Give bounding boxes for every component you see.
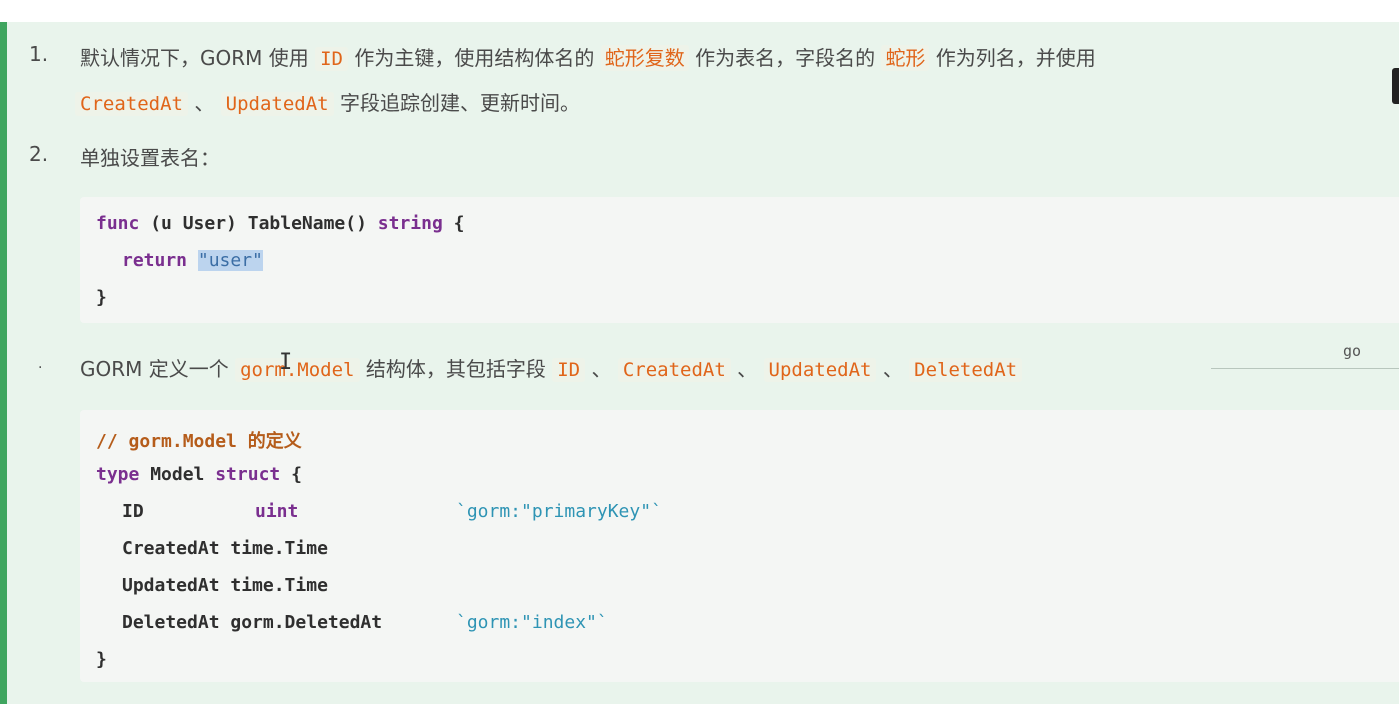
tip-border xyxy=(0,22,7,704)
struct-tag: `gorm:"index"` xyxy=(456,612,608,633)
inline-code-id: ID xyxy=(315,47,348,71)
inline-code-deletedat: DeletedAt xyxy=(909,358,1023,382)
separator: 、 xyxy=(882,357,903,381)
code-line: UpdatedAt time.Time xyxy=(122,575,328,596)
scroll-handle[interactable] xyxy=(1392,68,1399,104)
inline-code-updatedat: UpdatedAt xyxy=(220,92,334,116)
code-language-label: go xyxy=(1343,342,1362,360)
code-line: CreatedAt time.Time xyxy=(122,538,328,559)
code-block-tablename[interactable]: func (u User) TableName() string { retur… xyxy=(80,197,1399,323)
separator: 、 xyxy=(591,357,612,381)
separator: 、 xyxy=(737,357,758,381)
keyword: return xyxy=(122,250,188,271)
list-number: 1. xyxy=(29,42,49,66)
highlight-snake-plural: 蛇形复数 xyxy=(600,45,689,71)
keyword: uint xyxy=(255,501,299,522)
keyword: func xyxy=(96,213,140,234)
code-line: type Model struct { xyxy=(96,464,302,485)
text-cursor-icon: I xyxy=(279,350,293,375)
item-1-line-2: CreatedAt 、 UpdatedAt 字段追踪创建、更新时间。 xyxy=(75,87,580,116)
separator: 、 xyxy=(194,91,215,115)
inline-code-createdat: CreatedAt xyxy=(617,358,731,382)
text: 字段追踪创建、更新时间。 xyxy=(339,91,580,115)
selected-string[interactable]: "user" xyxy=(197,250,263,271)
code-language-divider xyxy=(1211,368,1399,369)
top-strip xyxy=(0,0,1399,22)
code-text: (u User) TableName() xyxy=(139,213,378,234)
code-block-gorm-model[interactable]: // gorm.Model 的定义 type Model struct { ID… xyxy=(80,410,1399,682)
inline-code-gorm-model: gorm.Model xyxy=(235,358,360,382)
struct-tag: `gorm:"primaryKey"` xyxy=(456,501,662,522)
keyword: string xyxy=(377,213,443,234)
code-text: Model xyxy=(139,464,216,485)
keyword: type xyxy=(96,464,140,485)
text: GORM 定义一个 xyxy=(80,357,229,381)
code-text: { xyxy=(280,464,302,485)
code-text: { xyxy=(442,213,465,234)
text: 默认情况下，GORM 使用 xyxy=(80,46,309,70)
inline-code-createdat: CreatedAt xyxy=(75,92,188,116)
keyword: struct xyxy=(215,464,281,485)
text: 作为列名，并使用 xyxy=(935,46,1096,70)
code-comment: // gorm.Model 的定义 xyxy=(96,431,302,452)
code-line: func (u User) TableName() string { xyxy=(96,213,465,234)
inline-code-updatedat: UpdatedAt xyxy=(763,358,877,382)
text: 结构体，其包括字段 xyxy=(365,357,546,381)
inline-code-id: ID xyxy=(552,358,586,382)
code-line: } xyxy=(96,649,107,670)
code-text: ID xyxy=(122,501,144,522)
list-number: . xyxy=(38,356,43,372)
item-1-line-1: 默认情况下，GORM 使用 ID 作为主键，使用结构体名的 蛇形复数 作为表名，… xyxy=(80,42,1096,71)
code-line: return "user" xyxy=(122,250,263,271)
highlight-snake: 蛇形 xyxy=(881,45,930,71)
code-line: } xyxy=(96,287,107,308)
text: 作为表名，字段名的 xyxy=(695,46,876,70)
code-line: ID xyxy=(122,501,144,522)
list-number: 2. xyxy=(29,142,49,166)
code-line: DeletedAt gorm.DeletedAt xyxy=(122,612,383,633)
item-3-line: GORM 定义一个 gorm.Model 结构体，其包括字段 ID 、 Crea… xyxy=(80,353,1023,382)
text: 作为主键，使用结构体名的 xyxy=(354,46,595,70)
item-2-text: 单独设置表名： xyxy=(80,146,220,170)
